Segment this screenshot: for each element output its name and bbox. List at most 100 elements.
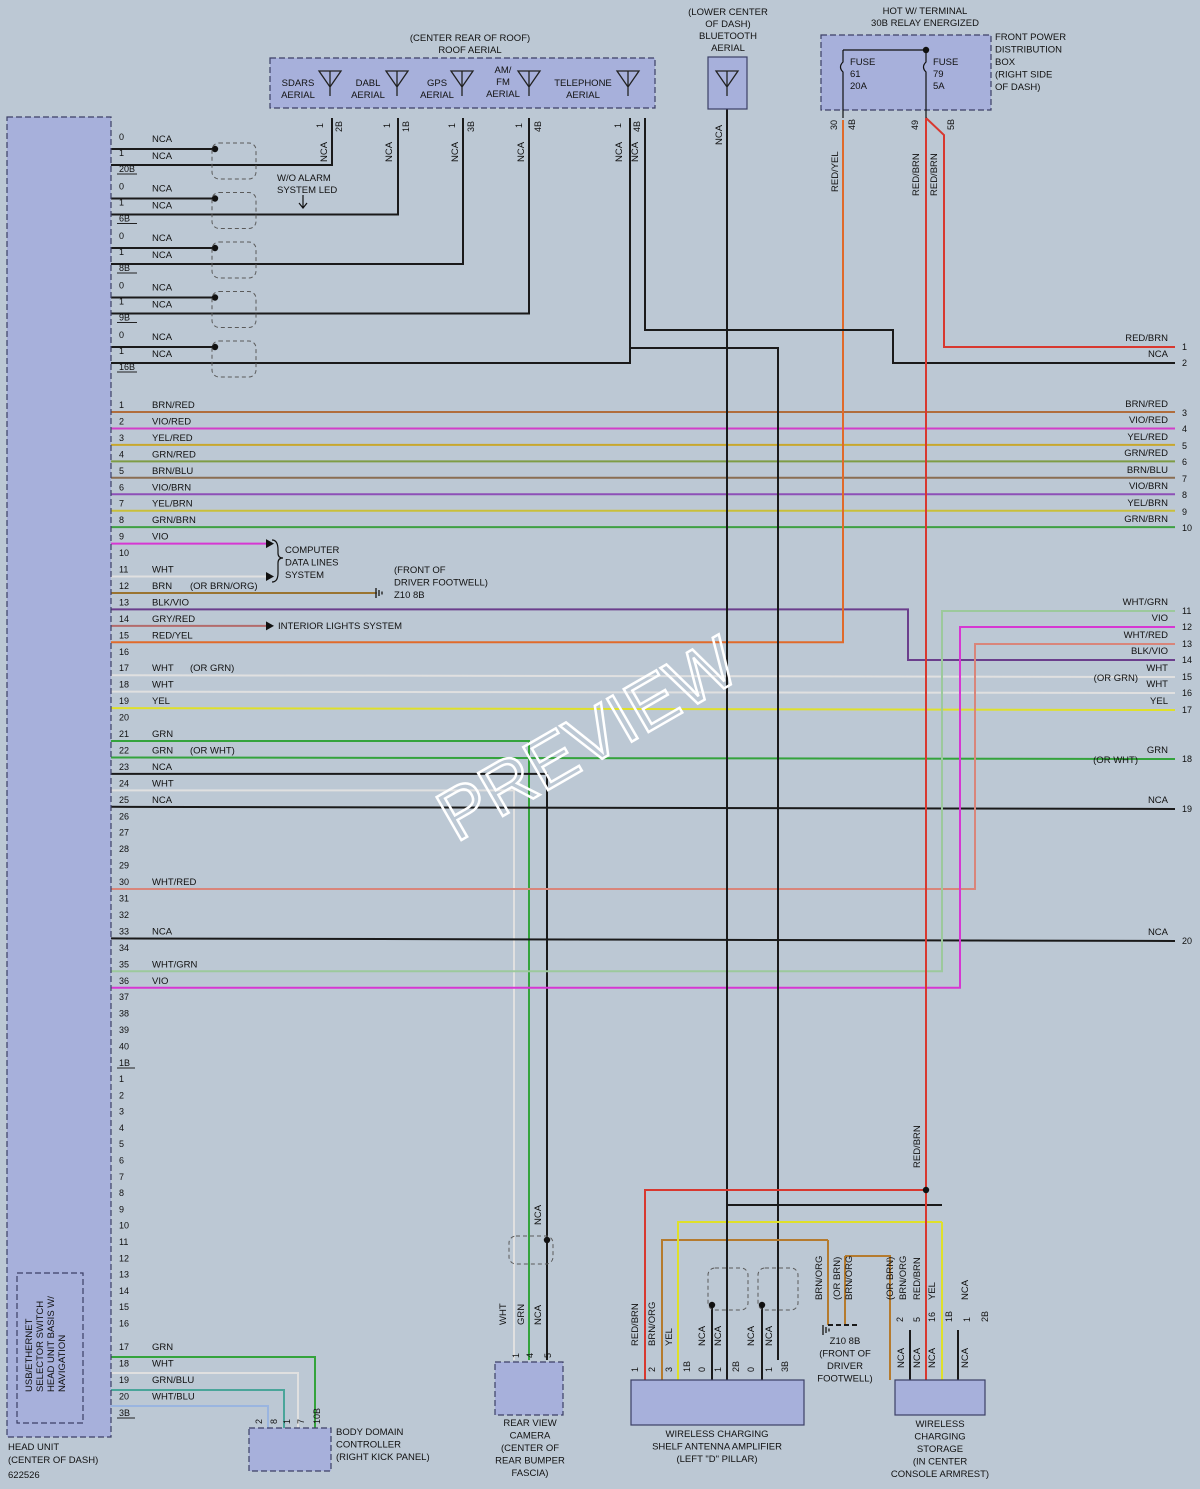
wire-nca	[110, 805, 1176, 810]
wireless-storage-label: CHARGING	[914, 1432, 965, 1443]
pin-number: 28	[119, 844, 129, 854]
terminal-label: YEL/BRN	[1127, 498, 1168, 509]
terminal-label: GRN	[1147, 745, 1168, 756]
pin-number: 6	[119, 1156, 124, 1166]
pin-number: 0	[746, 1367, 756, 1372]
ground-bottom-note: DRIVER	[827, 1361, 863, 1372]
pin-number: 4	[119, 449, 124, 459]
aerial-label: SDARS	[282, 78, 315, 89]
terminal-number: 4	[1182, 424, 1187, 434]
wire-label: NCA	[152, 795, 173, 806]
wire-label-alt: (OR WHT)	[190, 745, 235, 756]
pin-number: 3B	[466, 121, 476, 132]
terminal-number: 17	[1182, 705, 1192, 715]
wire-wht	[111, 1372, 299, 1428]
pin-number: 1	[382, 123, 392, 128]
pin-number: 15	[119, 1302, 129, 1312]
wire-red-brn	[925, 117, 1175, 348]
splice-dot	[211, 343, 219, 351]
pin-number: 2	[119, 1090, 124, 1100]
wire-label: BLK/VIO	[152, 597, 189, 608]
pin-number: 11	[119, 565, 128, 575]
terminal-label: NCA	[1148, 349, 1169, 360]
vertical-wire-label: NCA	[384, 141, 395, 162]
wire-grn-blu	[111, 1389, 285, 1428]
vertical-wire-label: NCA	[630, 141, 641, 162]
vertical-wire-label: YEL	[664, 1328, 675, 1346]
shield-icon	[211, 241, 257, 279]
ground-front-note: (FRONT OF	[394, 565, 446, 576]
wire-wht	[110, 674, 1176, 678]
pin-number: 5	[119, 466, 124, 476]
wire-wht-grn	[111, 610, 1175, 973]
aerial-icon	[384, 70, 410, 96]
pin-number: 11	[119, 1237, 128, 1247]
wire-label: WHT	[152, 663, 174, 674]
vertical-wire-label: NCA	[960, 1347, 971, 1368]
wireless-amp-label: SHELF ANTENNA AMPLIFIER	[652, 1442, 782, 1453]
wire-nca	[111, 772, 548, 1360]
wire-grn	[110, 756, 1176, 760]
pin-number: 49	[910, 120, 920, 130]
wire-label: WHT	[152, 565, 174, 576]
alarm-led-note: W/O ALARM	[277, 173, 331, 184]
vertical-wire-label: NCA	[533, 1204, 544, 1225]
wire-wht-red	[111, 643, 1175, 891]
computer-data-note: COMPUTER	[285, 545, 340, 556]
pin-number: 23	[119, 762, 129, 772]
pin-number: 1	[119, 247, 124, 257]
pin-number: 18	[119, 680, 129, 690]
aerial-icon	[714, 70, 740, 96]
pin-number: 16	[119, 1319, 129, 1329]
wire-label: NCA	[152, 134, 173, 145]
pin-number: 8	[119, 1188, 124, 1198]
pin-number: 1	[119, 198, 124, 208]
aerial-label: DABL	[356, 78, 381, 89]
terminal-number: 18	[1182, 754, 1192, 764]
terminal-number: 1	[1182, 342, 1187, 352]
pin-number: 19	[119, 1375, 129, 1385]
fuse-icon	[839, 50, 844, 118]
ethernet-switch-box	[16, 1272, 84, 1424]
pin-number: 9B	[119, 313, 130, 323]
computer-data-note: SYSTEM	[285, 570, 324, 581]
wireless-storage-label: STORAGE	[917, 1444, 963, 1455]
terminal-label: WHT/GRN	[1123, 597, 1169, 608]
pin-number: 7	[296, 1419, 306, 1424]
aerial-icon	[615, 70, 641, 96]
brace-icon	[271, 539, 284, 583]
terminal-label: WHT	[1146, 663, 1168, 674]
shield-icon	[211, 142, 257, 180]
terminal-label: BRN/BLU	[1127, 465, 1168, 476]
terminal-label: YEL/RED	[1127, 432, 1168, 443]
wireless-amp-label: WIRELESS CHARGING	[666, 1429, 769, 1440]
pin-number: 18	[119, 1359, 129, 1369]
pin-number: 19	[119, 696, 129, 706]
pin-number: 31	[119, 894, 129, 904]
pin-number: 2	[647, 1367, 657, 1372]
body-domain-box	[248, 1427, 332, 1472]
wire-label: WHT	[152, 1359, 174, 1370]
aerial-label: GPS	[427, 78, 447, 89]
vertical-wire-label: NCA	[764, 1325, 775, 1346]
power-box-top-label: 30B RELAY ENERGIZED	[871, 18, 979, 29]
wire-red-brn	[644, 1189, 926, 1380]
wire-label: WHT/BLU	[152, 1392, 195, 1403]
ground-icon	[822, 1325, 830, 1335]
wire-label: VIO	[152, 976, 168, 987]
terminal-number: 14	[1182, 655, 1192, 665]
pin-number: 4	[525, 1353, 535, 1358]
pin-number: 17	[119, 1342, 129, 1352]
wire-label: WHT	[152, 680, 174, 691]
pin-number: 3	[119, 1107, 124, 1117]
terminal-label: VIO/RED	[1129, 415, 1168, 426]
wire-label: BRN/RED	[152, 400, 195, 411]
wire-label: GRN	[152, 745, 173, 756]
wire-label: WHT	[152, 778, 174, 789]
pin-number: 24	[119, 778, 129, 788]
wire-label: RED/YEL	[152, 630, 193, 641]
ground-icon	[375, 587, 383, 598]
wire-label: NCA	[152, 250, 173, 261]
pin-number: 5B	[946, 119, 956, 130]
vertical-wire-label: BRN/ORG	[844, 1256, 855, 1300]
